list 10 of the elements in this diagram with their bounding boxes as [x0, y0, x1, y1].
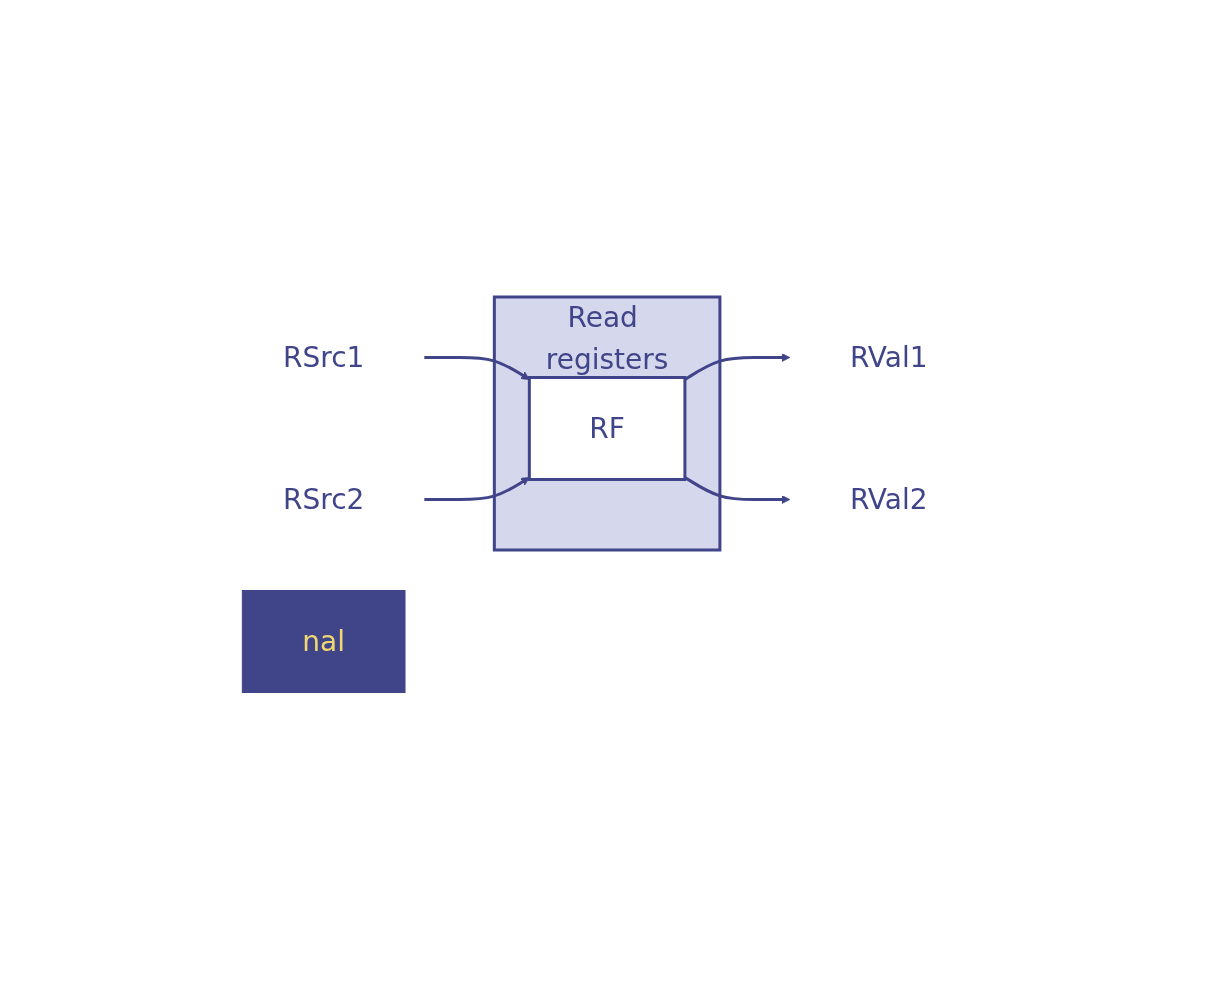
node-box: nal: [242, 589, 406, 693]
node-box: RF: [528, 375, 687, 481]
node-text: RSrc1: [283, 340, 365, 374]
arrow: [684, 352, 791, 381]
arrow: [684, 475, 791, 504]
arrow: [424, 476, 530, 501]
node-text: RVal2: [850, 482, 928, 516]
arrow: [424, 355, 530, 380]
node-text: RVal1: [850, 340, 928, 374]
node-text: RSrc2: [283, 482, 365, 516]
